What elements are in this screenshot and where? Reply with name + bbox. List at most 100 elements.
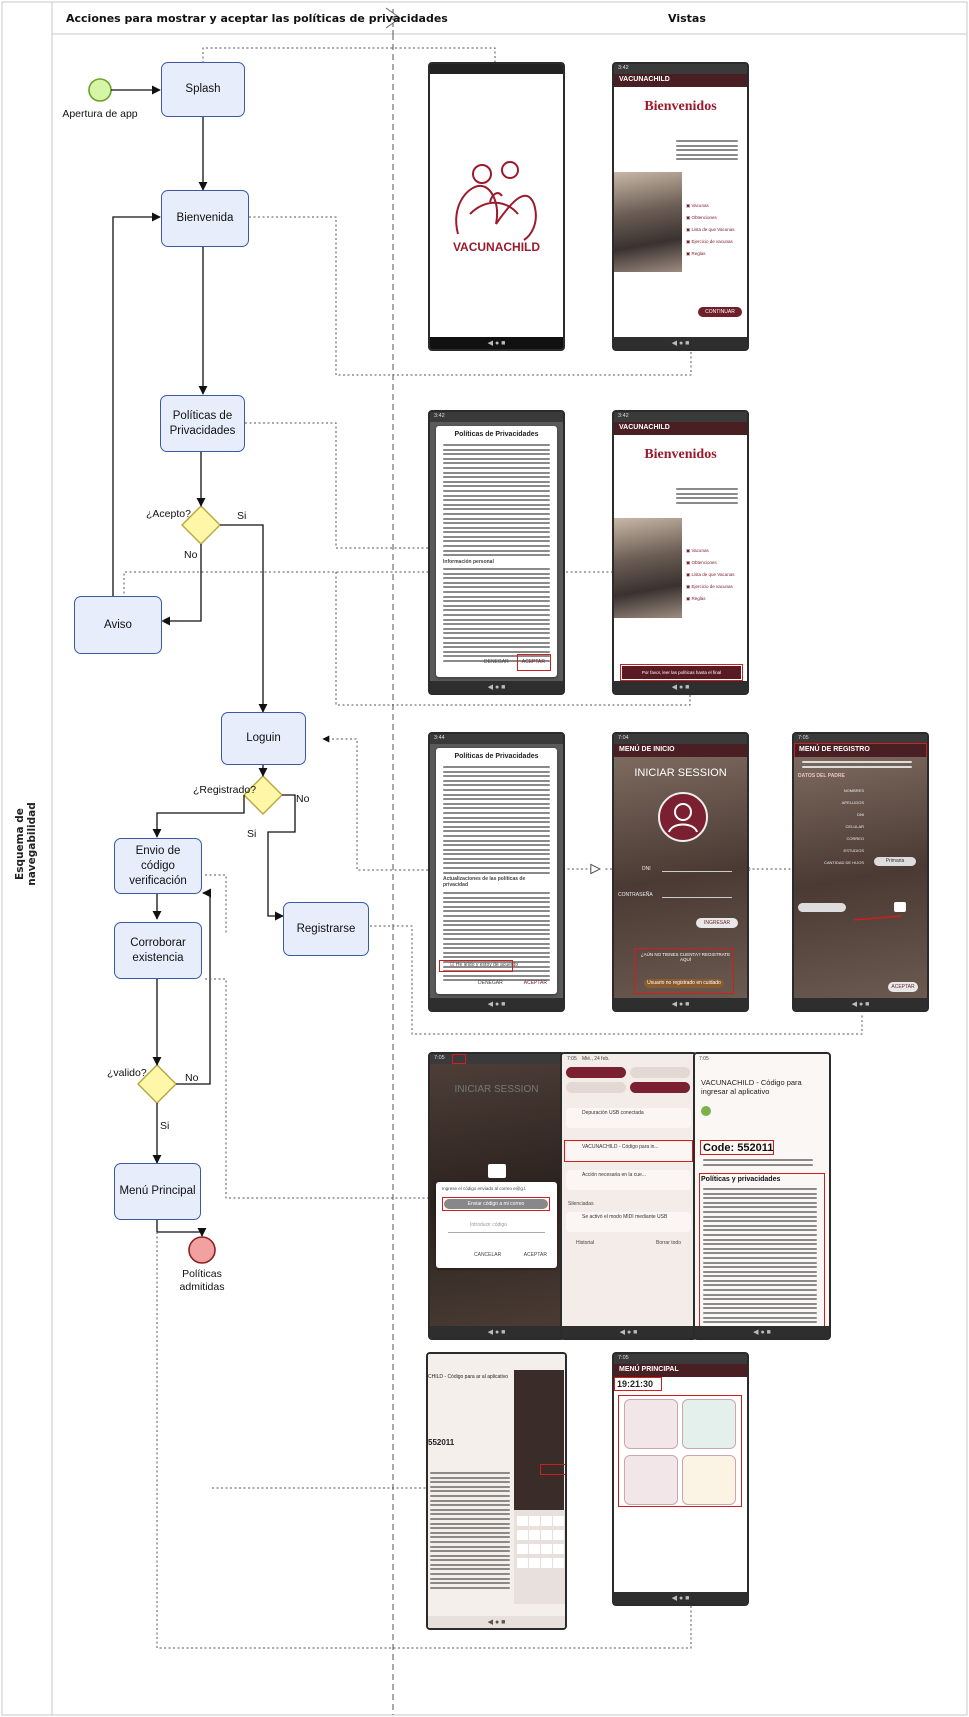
- login-preview-window: [514, 1370, 564, 1510]
- welcome2-menu-item-4: Reglas: [691, 596, 706, 601]
- policy2-accept-button[interactable]: ACEPTAR: [523, 980, 547, 986]
- edge-valido-no: No: [185, 1072, 199, 1084]
- phone-welcome: 3:42 VACUNACHILD Bienvenidos ▣ Vacunas ▣…: [612, 62, 749, 351]
- login-pwd-input[interactable]: [662, 897, 732, 898]
- register-appbar: MENÚ DE REGISTRO: [794, 744, 927, 757]
- policy-section: Información personal: [443, 559, 494, 565]
- edge-registrado-si: Si: [247, 828, 257, 840]
- notif-item-2[interactable]: Acción necesaria en la cue...: [566, 1170, 691, 1190]
- register-studies-select[interactable]: Primaria: [874, 857, 916, 866]
- welcome2-title: Bienvenidos: [644, 447, 717, 462]
- register-toggle[interactable]: [798, 903, 846, 912]
- notif-date: Mié., 24 feb.: [582, 1056, 610, 1062]
- gateway-registrado-label: ¿Registrado?: [193, 784, 257, 796]
- notif-item-0[interactable]: Depuración USB conectada: [566, 1108, 691, 1128]
- flow-menu-end: [156, 1220, 207, 1237]
- welcome-menu-icon-0: ▣: [686, 203, 692, 208]
- lock-icon: [488, 1164, 506, 1178]
- welcome-menu-icon-2: ▣: [686, 227, 692, 232]
- verify-notif-highlight: [452, 1054, 466, 1064]
- verify-send-code-button[interactable]: Enviar código a mi correo: [444, 1199, 548, 1209]
- phone-login: 7:04 MENÚ DE INICIO INICIAR SESSION DNI …: [612, 732, 749, 1012]
- notif-item-3[interactable]: Se activó el modo MIDI mediante USB: [566, 1212, 691, 1232]
- paste-subject: CHILD - Código para ar al aplicativo: [428, 1374, 509, 1380]
- edge-acepto-si: Si: [237, 510, 247, 522]
- policy2-deny-button[interactable]: DENEGAR: [478, 980, 503, 986]
- email-code: Code: 552011: [703, 1142, 774, 1154]
- phone-verify: 7:05 INICIAR SESSION Ingrese el código e…: [428, 1052, 565, 1340]
- welcome-menu-item-1: Obtenciones: [691, 215, 717, 220]
- login-dni-label: DNI: [642, 866, 651, 872]
- policy-accept-button[interactable]: ACEPTAR: [521, 659, 545, 665]
- edge-acepto-no: No: [184, 549, 198, 561]
- register-accept-button[interactable]: ACEPTAR: [888, 982, 918, 992]
- welcome-continue-button[interactable]: CONTINUAR: [698, 307, 742, 317]
- welcome-menu-icon-4: ▣: [686, 251, 692, 256]
- gateway-acepto-label: ¿Acepto?: [146, 508, 191, 520]
- notif-clear-button[interactable]: Borrar todo: [655, 1240, 681, 1246]
- assoc-splash: [202, 47, 496, 63]
- login-register-button[interactable]: Usuario no registrado en cuidado: [644, 979, 724, 988]
- task-splash: Splash: [161, 62, 245, 117]
- main-tile-1[interactable]: [624, 1399, 678, 1449]
- assoc-registrarse: [370, 925, 863, 1035]
- paste-button-highlight: [540, 1464, 565, 1475]
- task-loguin: Loguin: [221, 712, 306, 765]
- phone-policy-scrolled: 3:44 Políticas de Privacidades Actualiza…: [428, 732, 565, 1012]
- main-tile-2[interactable]: [682, 1399, 736, 1449]
- notif-history-button[interactable]: Historial: [576, 1240, 595, 1246]
- assoc-menu: [156, 1232, 692, 1649]
- register-field-3: CELULAR: [845, 824, 864, 829]
- welcome-menu-icon-1: ▣: [686, 215, 692, 220]
- policy2-check-highlight: [439, 960, 513, 972]
- header-chevron: [385, 7, 401, 29]
- welcome2-appbar: VACUNACHILD: [614, 422, 747, 435]
- welcome2-menu-item-3: Ejercicio de vacunas: [691, 584, 733, 589]
- assoc-loguin: [322, 735, 428, 871]
- verify-accept-button[interactable]: ACEPTAR: [523, 1252, 547, 1258]
- gateway-registrado: [243, 775, 283, 815]
- policy-accept-highlight: [517, 654, 551, 671]
- left-lane-title: Acciones para mostrar y aceptar las polí…: [66, 12, 448, 25]
- welcome-notice-highlight: [620, 664, 743, 681]
- assoc-envio: [205, 978, 428, 1199]
- checkbox-icon: ☑: [450, 962, 456, 968]
- phone-notifications: 7:05 Mié., 24 feb. Depuración USB conect…: [560, 1052, 697, 1340]
- end-event: [188, 1236, 216, 1264]
- main-tiles-highlight: [618, 1395, 742, 1507]
- register-field-6: CANTIDAD DE HIJOS: [823, 860, 864, 865]
- policy-deny-button[interactable]: DENEGAR: [484, 659, 509, 665]
- quick-tile-rotation[interactable]: [566, 1082, 626, 1093]
- quick-tile-bluetooth[interactable]: [630, 1067, 690, 1078]
- notif-item-1[interactable]: VACUNACHILD - Código para in...: [566, 1142, 691, 1162]
- task-registrarse: Registrarse: [283, 902, 369, 956]
- flow-valido-no-envio: [176, 888, 212, 1085]
- login-submit-button[interactable]: INGRESAR: [696, 918, 738, 928]
- register-field-0: NOMBRES: [843, 788, 864, 793]
- verify-code-input[interactable]: Introducir código: [470, 1222, 507, 1228]
- register-checkbox[interactable]: [894, 902, 906, 912]
- flow-aviso-bienvenida: [112, 212, 161, 596]
- login-register-highlight: [634, 948, 734, 994]
- arrow-annotation-icon: [853, 915, 903, 921]
- quick-tile-internet[interactable]: [566, 1067, 626, 1078]
- login-dni-input[interactable]: [662, 871, 732, 872]
- task-menu-principal: Menú Principal: [114, 1163, 201, 1220]
- assoc-envio-top: [205, 874, 227, 933]
- welcome2-menu-item-2: Lista de que Vacunas: [691, 572, 735, 577]
- verify-cancel-button[interactable]: CANCELAR: [474, 1252, 502, 1258]
- task-politicas: Políticas de Privacidades: [160, 395, 245, 452]
- welcome-menu-item-4: Reglas: [691, 251, 706, 256]
- email-policy-title: Políticas y privacidades: [701, 1176, 781, 1183]
- main-tile-4[interactable]: [682, 1455, 736, 1505]
- keyboard[interactable]: [514, 1510, 565, 1604]
- verify-send-highlight: [442, 1197, 550, 1211]
- welcome2-menu-icon-3: ▣: [686, 584, 692, 589]
- policy2-checkbox[interactable]: ☑ He leído y estoy de acuerdo: [450, 962, 518, 968]
- diagram-vertical-label: Esquema de navegabilidad: [14, 802, 38, 886]
- main-tile-3[interactable]: [624, 1455, 678, 1505]
- assoc-bienvenida: [249, 216, 692, 376]
- quick-tile-control[interactable]: [630, 1082, 690, 1093]
